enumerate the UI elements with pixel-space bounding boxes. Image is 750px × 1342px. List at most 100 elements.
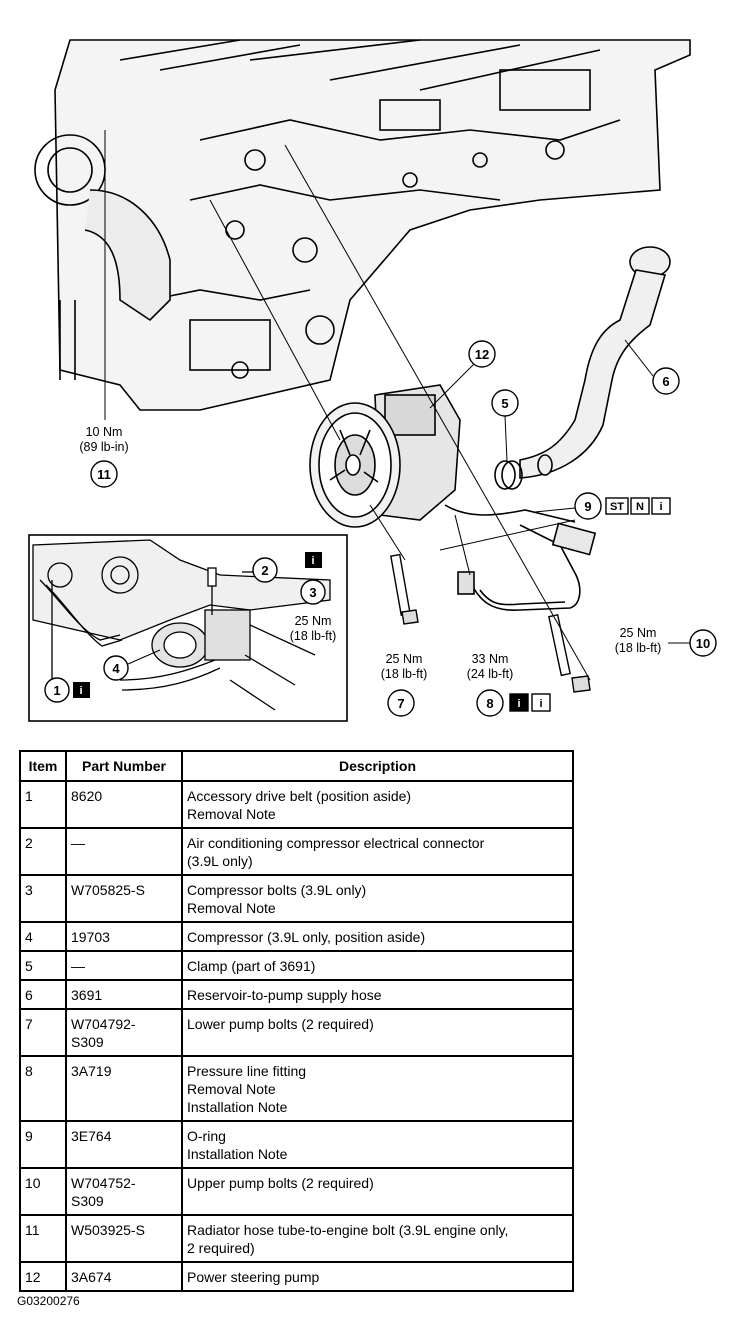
info-icon[interactable]: i	[651, 497, 671, 515]
item-cell: 4	[19, 921, 67, 952]
torque-10-nm: 25 Nm	[620, 626, 657, 640]
callout-11-circle	[90, 460, 118, 488]
part-number-cell: W503925-S	[65, 1214, 183, 1263]
description-cell: Compressor bolts (3.9L only)Removal Note	[181, 874, 574, 923]
item-cell: 1	[19, 780, 67, 829]
callout-4-circle	[103, 655, 129, 681]
description-cell: Compressor (3.9L only, position aside)	[181, 921, 574, 952]
description-cell: Accessory drive belt (position aside) Rem…	[181, 780, 574, 829]
description-cell: Radiator hose tube-to-engine bolt (3.9L …	[181, 1214, 574, 1263]
item-cell: 8	[19, 1055, 67, 1122]
description-line: Reservoir-to-pump supply hose	[187, 987, 382, 1003]
callout-12-circle	[468, 340, 496, 368]
description-line: Upper pump bolts (2 required)	[187, 1175, 374, 1191]
new-part-icon[interactable]: N	[630, 497, 650, 515]
callout-10: 10	[696, 636, 710, 651]
description-line: Installation Note	[187, 1146, 288, 1162]
item-cell: 2	[19, 827, 67, 876]
lower-pump-bolt	[390, 553, 419, 625]
leader-12	[429, 363, 475, 409]
description-cell: Reservoir-to-pump supply hose	[181, 979, 574, 1010]
info-icon-filled[interactable]: i	[509, 693, 529, 712]
callout-9-circle	[574, 492, 602, 520]
item-cell: 5	[19, 950, 67, 981]
callout-6: 6	[662, 374, 669, 389]
header-description: Description	[181, 750, 574, 782]
description-line: (3.9L only)	[187, 853, 253, 869]
part-number-line: W705825-S	[71, 882, 145, 898]
engine-block	[34, 39, 691, 411]
description-line: Removal Note	[187, 900, 276, 916]
info-icon-filled[interactable]: i	[305, 552, 322, 568]
description-line: Removal Note	[187, 806, 276, 822]
part-number-cell: —	[65, 950, 183, 981]
torque-11-nm: 10 Nm	[86, 425, 123, 439]
part-number-line: S309	[71, 1193, 104, 1209]
description-cell: Power steering pump	[181, 1261, 574, 1292]
special-tool-icon[interactable]: ST	[605, 497, 629, 515]
torque-8-imperial: (24 lb-ft)	[467, 667, 514, 681]
svg-text:N: N	[636, 501, 644, 513]
description-line: Clamp (part of 3691)	[187, 958, 316, 974]
svg-text:ST: ST	[610, 501, 624, 513]
info-icon[interactable]: i	[531, 693, 551, 712]
callout-3-circle	[300, 579, 326, 605]
part-number-line: W503925-S	[71, 1222, 145, 1238]
description-cell: Clamp (part of 3691)	[181, 950, 574, 981]
svg-text:i: i	[517, 698, 520, 710]
callout-6-circle	[652, 367, 680, 395]
description-line: Installation Note	[187, 1099, 288, 1115]
inset-detail	[28, 534, 348, 722]
part-number-cell: —	[65, 827, 183, 876]
callout-9: 9	[584, 499, 591, 514]
leader-9	[534, 507, 576, 513]
description-cell: Lower pump bolts (2 required)	[181, 1008, 574, 1057]
callout-7-circle	[387, 689, 415, 717]
torque-10-imperial: (18 lb-ft)	[615, 641, 662, 655]
figure-code: G03200276	[17, 1294, 80, 1308]
svg-text:i: i	[659, 501, 662, 513]
callout-2-circle	[252, 557, 278, 583]
pressure-line	[444, 504, 597, 611]
assembly-lines	[104, 130, 591, 681]
description-line: Compressor (3.9L only, position aside)	[187, 929, 426, 945]
torque-3-imperial: (18 lb-ft)	[290, 629, 337, 643]
description-cell: Air conditioning compressor electrical c…	[181, 827, 574, 876]
leader-5	[504, 415, 508, 462]
callout-2: 2	[261, 563, 268, 578]
description-line: Accessory drive belt (position aside)	[187, 788, 412, 804]
upper-pump-bolt	[548, 613, 591, 693]
svg-text:i: i	[311, 555, 314, 567]
description-line: Removal Note	[187, 1081, 276, 1097]
part-number-line: S309	[71, 1034, 104, 1050]
table-row: 2— Air conditioning compressor electrical…	[19, 827, 574, 876]
item-cell: 9	[19, 1120, 67, 1169]
callout-8-circle	[476, 689, 504, 717]
torque-8-nm: 33 Nm	[472, 652, 509, 666]
part-number-line: —	[71, 835, 85, 851]
part-number-cell: W704792-S309	[65, 1008, 183, 1057]
callout-8: 8	[486, 696, 493, 711]
part-number-line: 8620	[71, 788, 103, 804]
part-number-line: 19703	[71, 929, 110, 945]
item-cell: 3	[19, 874, 67, 923]
part-number-line: 3E764	[71, 1128, 112, 1144]
callout-1: 1	[53, 683, 60, 698]
info-icon-filled[interactable]: i	[73, 682, 90, 698]
part-number-line: 3A674	[71, 1269, 112, 1285]
description-line: Pressure line fitting	[187, 1063, 307, 1079]
item-cell: 12	[19, 1261, 67, 1292]
part-number-cell: 3A674	[65, 1261, 183, 1292]
description-cell: Upper pump bolts (2 required)	[181, 1167, 574, 1216]
svg-text:i: i	[79, 685, 82, 697]
header-part-number: Part Number	[65, 750, 183, 782]
leader-6	[624, 339, 654, 377]
hose-clamp	[494, 460, 523, 490]
